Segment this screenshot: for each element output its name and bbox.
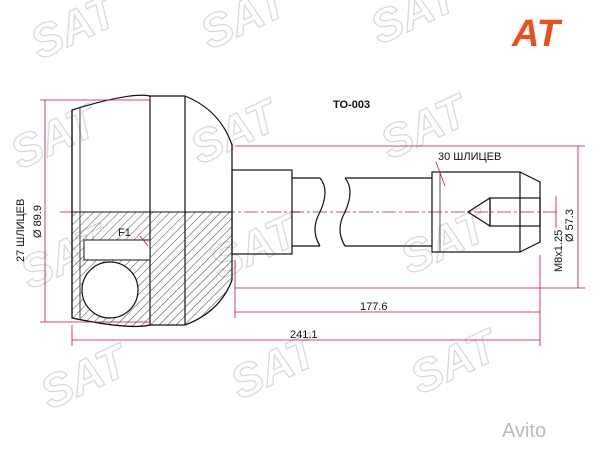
watermark-sat: SAT — [32, 333, 138, 419]
ball-bearing — [81, 261, 139, 319]
outer-diameter-label: Ø 89.9 — [32, 205, 44, 238]
brand-logo: AT — [511, 13, 563, 55]
watermark-sat: SAT — [362, 0, 468, 54]
flag-label: F1 — [118, 227, 131, 239]
dimension-lines — [40, 99, 585, 346]
watermark-sat: SAT — [192, 0, 298, 59]
total-length-label: 241.1 — [290, 329, 318, 341]
watermark-sat: SAT — [402, 318, 508, 404]
part-code: TO-003 — [333, 99, 370, 111]
brand-logo-text: AT — [511, 13, 563, 55]
outer-splines-label: 27 ШЛИЦЕВ — [15, 199, 27, 262]
inner-splines-label: 30 ШЛИЦЕВ — [438, 151, 501, 163]
watermark-sat: SAT — [22, 0, 128, 69]
watermark-sat: SAT — [2, 93, 108, 179]
watermark-sat: SAT — [182, 88, 288, 174]
cage-slot — [83, 239, 151, 261]
inner-diameter-label: Ø 57.3 — [564, 209, 576, 242]
shaft-length-label: 177.6 — [360, 301, 388, 313]
thread-label: M8x1.25 — [553, 230, 565, 272]
watermark-sat: SAT — [392, 198, 498, 284]
avito-watermark: Avito — [502, 420, 546, 442]
